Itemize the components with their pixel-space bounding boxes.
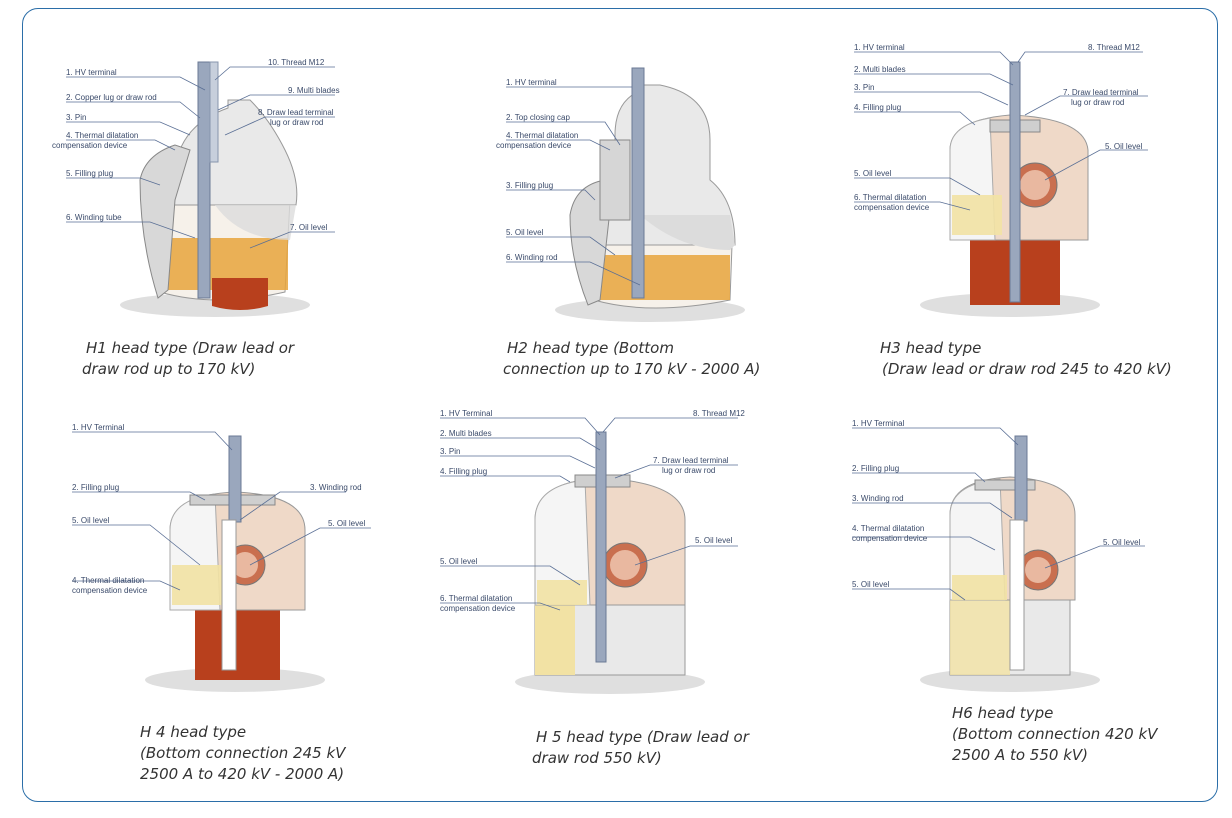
h3-label-thermal-2: compensation device [854, 203, 930, 212]
h4-label-winding-rod: 3. Winding rod [310, 483, 362, 492]
h3-diagram [854, 51, 1148, 317]
h5-label-thread: 8. Thread M12 [693, 409, 745, 418]
h5-label-pin: 3. Pin [440, 447, 461, 456]
h6-diagram [852, 427, 1145, 692]
h3-label-thermal: 6. Thermal dilatation [854, 193, 927, 202]
h5-label-draw-lead-2: lug or draw rod [662, 466, 716, 475]
h4-diagram [72, 431, 371, 692]
h5-label-hv-terminal: 1. HV Terminal [440, 409, 493, 418]
h1-label-pin: 3. Pin [66, 113, 87, 122]
h3-label-pin: 3. Pin [854, 83, 875, 92]
h3-label-oil-level-right: 5. Oil level [1105, 142, 1143, 151]
h2-diagram [506, 67, 745, 322]
h2-caption: H2 head type (Bottom connection up to 17… [503, 339, 761, 378]
h4-label-oil-level-right: 5. Oil level [328, 519, 366, 528]
h3-label-hv-terminal: 1. HV terminal [854, 43, 905, 52]
h6-label-thermal-2: compensation device [852, 534, 928, 543]
h2-label-thermal: 4. Thermal dilatation [506, 131, 579, 140]
h1-diagram [66, 61, 335, 317]
h1-label-filling-plug: 5. Filling plug [66, 169, 114, 178]
h2-label-top-cap: 2. Top closing cap [506, 113, 570, 122]
h3-label-draw-lead-2: lug or draw rod [1071, 98, 1125, 107]
h4-label-hv-terminal: 1. HV Terminal [72, 423, 125, 432]
panel-h6: 1. HV Terminal 2. Filling plug 3. Windin… [810, 400, 1220, 800]
h5-label-thermal: 6. Thermal dilatation [440, 594, 513, 603]
h5-label-draw-lead: 7. Draw lead terminal [653, 456, 729, 465]
panel-h4: 1. HV Terminal 2. Filling plug 5. Oil le… [0, 400, 410, 800]
h3-label-draw-lead: 7. Draw lead terminal [1063, 88, 1139, 97]
h5-label-thermal-2: compensation device [440, 604, 516, 613]
h5-caption: H 5 head type (Draw lead or draw rod 550… [532, 728, 749, 767]
h1-label-draw-lead-2: lug or draw rod [270, 118, 324, 127]
h1-caption: H1 head type (Draw lead or draw rod up t… [82, 339, 295, 378]
h1-label-winding-tube: 6. Winding tube [66, 213, 122, 222]
h3-label-filling-plug: 4. Filling plug [854, 103, 902, 112]
h2-label-oil-level: 5. Oil level [506, 228, 544, 237]
h5-label-oil-level-right: 5. Oil level [695, 536, 733, 545]
panel-h3: 1. HV terminal 2. Multi blades 3. Pin 4.… [810, 0, 1220, 400]
h1-label-copper-lug: 2. Copper lug or draw rod [66, 93, 157, 102]
h5-label-oil-level: 5. Oil level [440, 557, 478, 566]
h6-label-hv-terminal: 1. HV Terminal [852, 419, 905, 428]
h6-label-oil-level-right: 5. Oil level [1103, 538, 1141, 547]
h6-label-winding-rod: 3. Winding rod [852, 494, 904, 503]
h6-caption: H6 head type (Bottom connection 420 kV 2… [952, 704, 1158, 764]
h4-label-thermal-2: compensation device [72, 586, 148, 595]
h4-label-thermal: 4. Thermal dilatation [72, 576, 145, 585]
content-frame [22, 8, 1218, 802]
h1-label-thermal-2: compensation device [52, 141, 128, 150]
h1-label-hv-terminal: 1. HV terminal [66, 68, 117, 77]
h6-label-oil-level: 5. Oil level [852, 580, 890, 589]
h3-label-oil-level: 5. Oil level [854, 169, 892, 178]
h2-label-hv-terminal: 1. HV terminal [506, 78, 557, 87]
h1-label-multi-blades: 9. Multi blades [288, 86, 340, 95]
h3-caption: H3 head type (Draw lead or draw rod 245 … [880, 339, 1172, 378]
h1-label-thread: 10. Thread M12 [268, 58, 325, 67]
h1-label-thermal: 4. Thermal dilatation [66, 131, 139, 140]
h5-label-filling-plug: 4. Filling plug [440, 467, 488, 476]
panel-h2: 1. HV terminal 2. Top closing cap 4. The… [410, 0, 810, 400]
h4-caption: H 4 head type (Bottom connection 245 kV … [140, 723, 346, 783]
h3-label-multi-blades: 2. Multi blades [854, 65, 906, 74]
panel-h5: 1. HV Terminal 2. Multi blades 3. Pin 4.… [410, 400, 810, 800]
h4-label-oil-level: 5. Oil level [72, 516, 110, 525]
h5-diagram [440, 417, 738, 694]
h2-label-winding-rod: 6. Winding rod [506, 253, 558, 262]
h1-label-draw-lead: 8. Draw lead terminal [258, 108, 334, 117]
h5-label-multi-blades: 2. Multi blades [440, 429, 492, 438]
panel-h1: 1. HV terminal 2. Copper lug or draw rod… [0, 0, 410, 400]
h4-label-filling-plug: 2. Filling plug [72, 483, 120, 492]
h2-label-thermal-2: compensation device [496, 141, 572, 150]
h6-label-filling-plug: 2. Filling plug [852, 464, 900, 473]
h3-label-thread: 8. Thread M12 [1088, 43, 1140, 52]
h2-label-filling-plug: 3. Filling plug [506, 181, 554, 190]
h1-label-oil-level: 7. Oil level [290, 223, 328, 232]
h6-label-thermal: 4. Thermal dilatation [852, 524, 925, 533]
